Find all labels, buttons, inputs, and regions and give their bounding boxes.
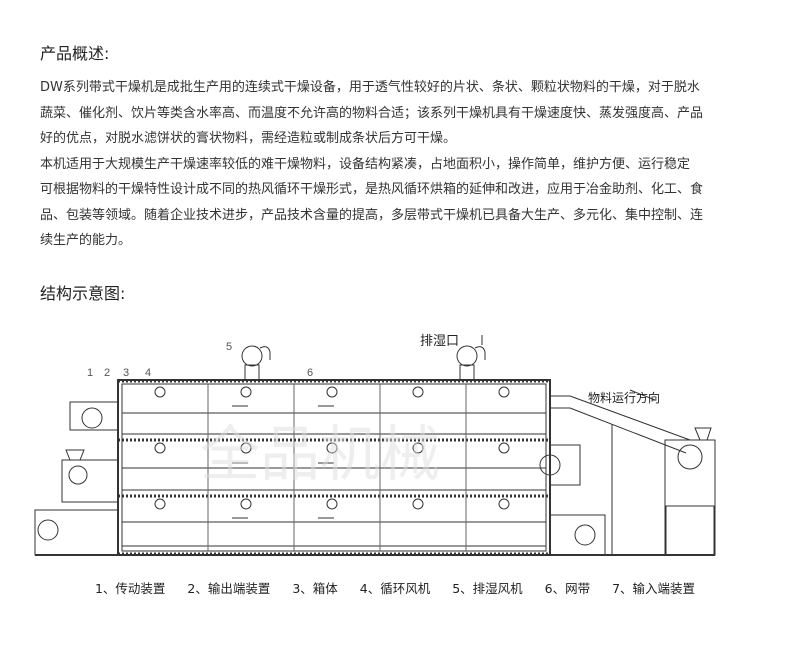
watermark: 全品机械 xyxy=(200,420,440,490)
legend-item: 5、排湿风机 xyxy=(452,581,523,596)
text-line: 可根据物料的干燥特性设计成不同的热风循环干燥形式，是热风循环烘箱的延伸和改进，应… xyxy=(40,182,704,197)
circulation-fans xyxy=(154,386,510,510)
callout-5: 5 xyxy=(226,341,232,353)
section-title-structure: 结构示意图: xyxy=(40,284,126,303)
flow-arrows xyxy=(232,389,656,519)
diagram-legend: 1、传动装置 2、输出端装置 3、箱体 4、循环风机 5、排湿风机 6、网带 7… xyxy=(0,578,790,597)
callout-6: 6 xyxy=(307,367,313,379)
text-line: 续生产的能力。 xyxy=(40,233,132,248)
text-line: 品、包装等领域。随着企业技术进步，产品技术含量的提高，多层带式干燥机已具备大生产… xyxy=(40,207,704,223)
callout-3: 3 xyxy=(123,367,129,379)
exhaust-outlet-label: 排湿口 xyxy=(420,334,459,349)
callout-2: 2 xyxy=(104,367,110,379)
legend-item: 3、箱体 xyxy=(292,581,338,596)
text-line: DW系列带式干燥机是成批生产用的连续式干燥设备，用于透气性较好的片状、条状、颗粒… xyxy=(40,80,700,95)
legend-item: 7、输入端装置 xyxy=(612,581,696,596)
legend-item: 4、循环风机 xyxy=(359,581,431,596)
dryer-cabinet xyxy=(117,379,551,556)
text-line: 本机适用于大规模生产干燥速率较低的难干燥物料，设备结构紧凑，占地面积小，操作简单… xyxy=(40,156,691,172)
structure-diagram: 1 2 3 4 5 6 排湿口 物料运行方向 全品机械 xyxy=(34,334,716,556)
material-direction-label: 物料运行方向 xyxy=(588,390,660,405)
section-title-overview: 产品概述: xyxy=(40,44,110,63)
callout-1: 1 xyxy=(87,367,93,379)
legend-item: 2、输出端装置 xyxy=(187,581,271,596)
text-line: 蔬菜、催化剂、饮片等类含水率高、而温度不允许高的物料合适；该系列干燥机具有干燥速… xyxy=(40,105,704,121)
legend-item: 6、网带 xyxy=(544,581,591,596)
callout-4: 4 xyxy=(145,367,151,379)
mesh-belts xyxy=(122,412,546,547)
text-line: 好的优点，对脱水滤饼状的膏状物料，需经造粒或制成条状后方可干燥。 xyxy=(40,131,457,146)
input-conveyor xyxy=(550,395,716,556)
legend-item: 1、传动装置 xyxy=(94,581,166,596)
overview-text: DW系列带式干燥机是成批生产用的连续式干燥设备，用于透气性较好的片状、条状、颗粒… xyxy=(40,75,770,254)
exhaust-fans xyxy=(241,335,486,381)
output-section xyxy=(34,401,606,556)
